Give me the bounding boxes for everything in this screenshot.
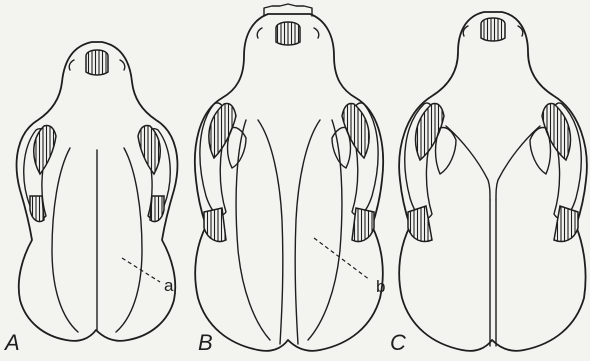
zygomatic-mark-right-c — [554, 206, 578, 242]
temporal-line-left-c — [446, 126, 490, 200]
leader-line-a — [122, 258, 160, 282]
muzzle-notch-left-a — [69, 60, 74, 70]
callout-a: a — [164, 276, 174, 295]
skull-diagram-c: C — [390, 12, 587, 355]
orbit-left-b — [209, 104, 236, 159]
skull-diagram-a: a A — [3, 42, 177, 355]
zygomatic-mark-right-a — [150, 196, 164, 222]
panel-label-b: B — [198, 330, 213, 355]
muzzle-notch-left-b — [257, 28, 262, 38]
leader-line-b — [314, 238, 370, 280]
orbit-right-c — [542, 104, 570, 161]
orbit-right-b — [342, 104, 369, 159]
skull-diagram-b: b B — [195, 4, 386, 355]
muzzle-notch-right-a — [120, 60, 125, 70]
sagittal-crest-left-b — [258, 120, 283, 344]
nasal-opening-b — [276, 22, 300, 45]
zygomatic-mark-left-c — [408, 206, 432, 242]
orbit-left-c — [416, 104, 444, 161]
parietal-ridge-right-b — [308, 120, 342, 340]
sagittal-crest-right-b — [295, 120, 320, 344]
temporal-fossa-left-b — [228, 127, 247, 168]
orbit-right-a — [138, 125, 160, 174]
panel-label-a: A — [3, 330, 20, 355]
parietal-ridge-right-a — [116, 148, 142, 332]
callout-b: b — [376, 277, 385, 296]
zygomatic-mark-right-b — [352, 208, 374, 242]
nasal-opening-a — [86, 50, 108, 75]
parietal-ridge-left-b — [236, 120, 270, 340]
temporal-fossa-right-b — [332, 127, 351, 168]
nasal-opening-c — [481, 18, 505, 41]
orbit-left-a — [34, 125, 56, 174]
muzzle-notch-right-b — [314, 28, 319, 38]
zygomatic-mark-left-a — [30, 196, 44, 222]
skull-outline-c — [399, 12, 587, 351]
parietal-ridge-left-a — [52, 148, 78, 332]
skull-outline-b — [195, 14, 383, 351]
zygomatic-mark-left-b — [204, 208, 226, 242]
panel-label-c: C — [390, 330, 406, 355]
temporal-line-right-c — [496, 126, 540, 200]
